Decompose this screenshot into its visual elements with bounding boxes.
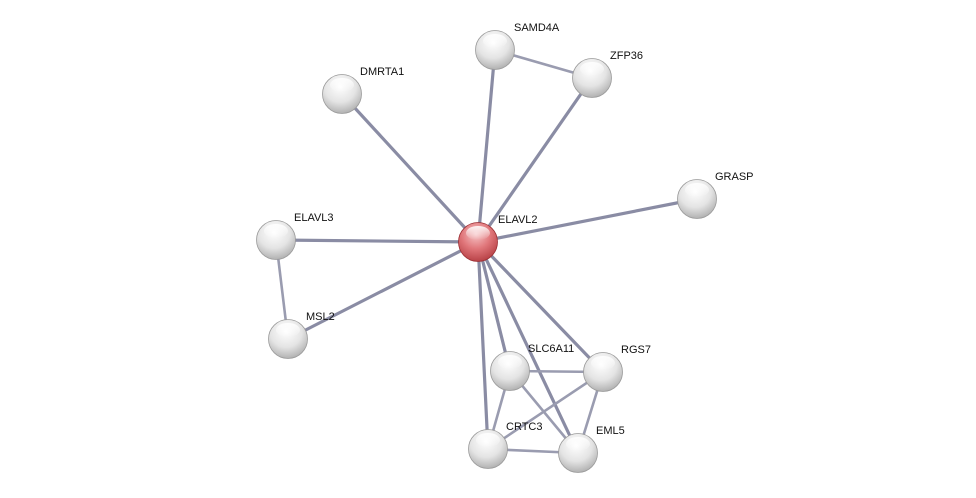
node-label: CRTC3	[506, 421, 542, 433]
edge-elavl2-grasp[interactable]	[476, 197, 699, 244]
node-label: ELAVL2	[498, 214, 538, 226]
node-highlight	[330, 78, 354, 92]
node-eml5[interactable]: EML5	[558, 425, 625, 473]
node-highlight	[591, 356, 615, 370]
node-elavl2[interactable]: ELAVL2	[458, 214, 538, 262]
node-highlight	[483, 34, 507, 48]
node-crtc3[interactable]: CRTC3	[468, 421, 543, 469]
edge-elavl2-elavl3[interactable]	[274, 238, 480, 244]
edge-elavl2-samd4a[interactable]	[476, 48, 497, 244]
edge-elavl2-eml5[interactable]	[476, 240, 580, 455]
node-highlight	[476, 433, 500, 447]
edge-elavl2-slc6a11[interactable]	[476, 240, 512, 373]
edge-rgs7-crtc3[interactable]	[486, 370, 605, 451]
node-highlight	[580, 62, 604, 76]
node-label: GRASP	[715, 171, 754, 183]
node-highlight	[466, 226, 490, 240]
node-elavl3[interactable]: ELAVL3	[256, 212, 334, 260]
node-label: MSL2	[306, 311, 335, 323]
node-label: ZFP36	[610, 50, 643, 62]
edge-elavl2-dmrta1[interactable]	[340, 92, 480, 244]
edge-elavl2-rgs7[interactable]	[476, 240, 605, 374]
node-samd4a[interactable]: SAMD4A	[475, 22, 560, 70]
node-label: DMRTA1	[360, 66, 404, 78]
node-highlight	[566, 437, 590, 451]
node-label: RGS7	[621, 344, 651, 356]
node-highlight	[498, 355, 522, 369]
node-label: SAMD4A	[514, 22, 560, 34]
edge-elavl2-crtc3[interactable]	[476, 240, 490, 451]
edge-elavl2-msl2[interactable]	[286, 240, 480, 341]
node-label: EML5	[596, 425, 625, 437]
node-grasp[interactable]: GRASP	[677, 171, 754, 219]
node-rgs7[interactable]: RGS7	[583, 344, 651, 392]
node-label: SLC6A11	[528, 343, 574, 355]
node-slc6a11[interactable]: SLC6A11	[490, 343, 575, 391]
node-msl2[interactable]: MSL2	[268, 311, 335, 359]
node-dmrta1[interactable]: DMRTA1	[322, 66, 405, 114]
node-highlight	[685, 183, 709, 197]
node-highlight	[264, 224, 288, 238]
node-zfp36[interactable]: ZFP36	[572, 50, 644, 98]
node-highlight	[276, 323, 300, 337]
edge-elavl2-zfp36[interactable]	[476, 76, 594, 244]
node-label: ELAVL3	[294, 212, 334, 224]
